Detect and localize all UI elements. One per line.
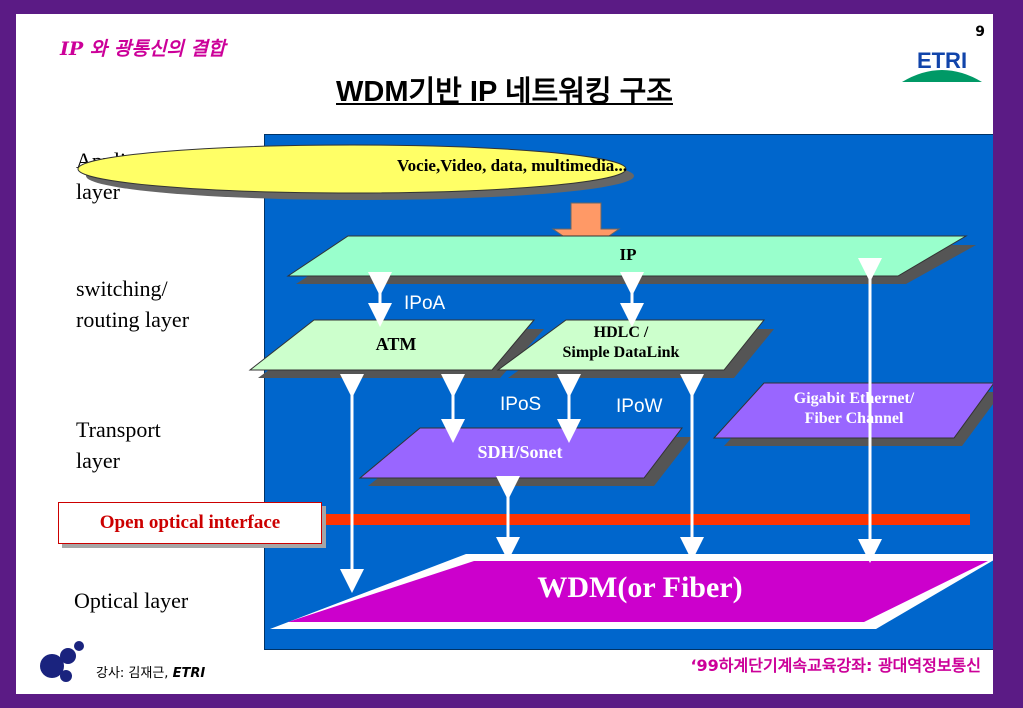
optical-layer-label: Optical layer <box>74 588 189 613</box>
open-optical-line <box>322 514 970 525</box>
apps-oval-label: Vocie,Video, data, multimedia... <box>396 156 628 175</box>
ipow-label: IPoW <box>616 396 663 417</box>
slide-subject: IP 와 광통신의 결합 <box>60 38 226 60</box>
gbe-plane <box>712 382 993 439</box>
atm-plane <box>248 319 536 371</box>
architecture-diagram <box>77 144 993 629</box>
ipoa-label: IPoA <box>404 293 446 314</box>
wdm-plane <box>288 561 988 622</box>
ip-label: IP <box>619 245 637 264</box>
gbe-label: Gigabit Ethernet/Fiber Channel <box>793 390 915 427</box>
switching-layer-label: switching/routing layer <box>76 276 190 332</box>
page-number: 9 <box>975 24 985 40</box>
connector-arrows <box>340 258 882 593</box>
apps-oval <box>77 144 627 194</box>
ip-plane <box>286 235 968 277</box>
ipos-label: IPoS <box>500 394 542 415</box>
page-title: WDM기반 IP 네트워킹 구조 <box>336 76 673 108</box>
atm-label: ATM <box>375 334 417 354</box>
wdm-label: WDM(or Fiber) <box>537 571 743 604</box>
sonet-plane <box>358 427 684 479</box>
logo-text: ETRI <box>917 48 967 73</box>
course-title: ‘99하계단기계속교육강좌: 광대역정보통신 <box>690 656 981 675</box>
hdlc-label: HDLC /Simple DataLink <box>562 324 680 361</box>
sonet-label: SDH/Sonet <box>477 442 563 462</box>
org-logo <box>40 641 84 682</box>
open-optical-interface-box: Open optical interface <box>58 502 322 544</box>
slide: IP 와 광통신의 결합 9 ETRI WDM기반 IP 네트워킹 구조 App… <box>16 14 993 694</box>
etri-logo: ETRI <box>902 48 982 82</box>
lecturer-credit: 강사: 김재근, ETRI <box>96 666 206 681</box>
hdlc-plane <box>496 319 766 371</box>
